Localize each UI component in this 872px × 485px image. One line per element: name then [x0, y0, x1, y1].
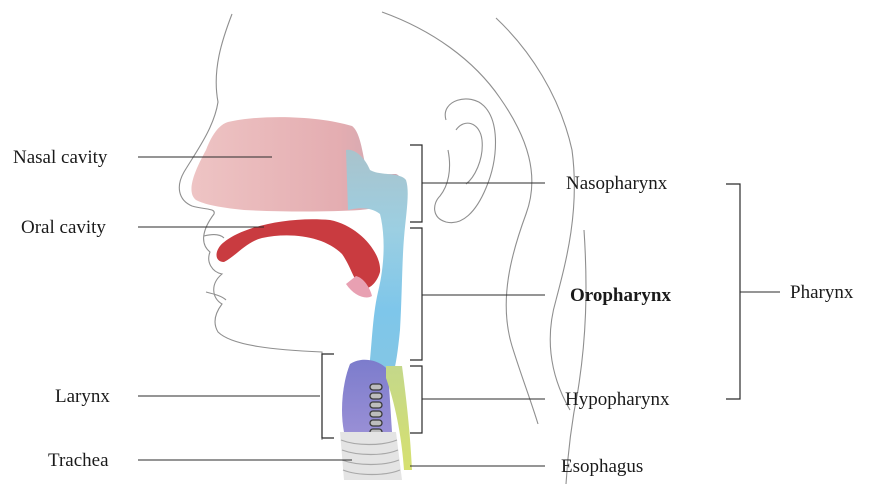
label-trachea: Trachea — [48, 450, 109, 471]
label-nasal-cavity: Nasal cavity — [13, 147, 108, 168]
label-larynx: Larynx — [55, 386, 110, 407]
label-nasopharynx: Nasopharynx — [566, 173, 668, 194]
label-esophagus: Esophagus — [561, 456, 643, 477]
larynx-bracket — [322, 354, 334, 438]
trachea-region — [340, 432, 402, 480]
label-hypopharynx: Hypopharynx — [565, 389, 670, 410]
oropharynx-bracket — [410, 228, 422, 360]
hypopharynx-bracket — [410, 366, 422, 433]
label-oral-cavity: Oral cavity — [21, 217, 106, 238]
pharynx-bracket — [726, 184, 740, 399]
larynx-region — [342, 360, 392, 437]
nasopharynx-bracket — [410, 145, 422, 222]
label-oropharynx: Oropharynx — [570, 285, 672, 306]
label-pharynx: Pharynx — [790, 282, 854, 303]
